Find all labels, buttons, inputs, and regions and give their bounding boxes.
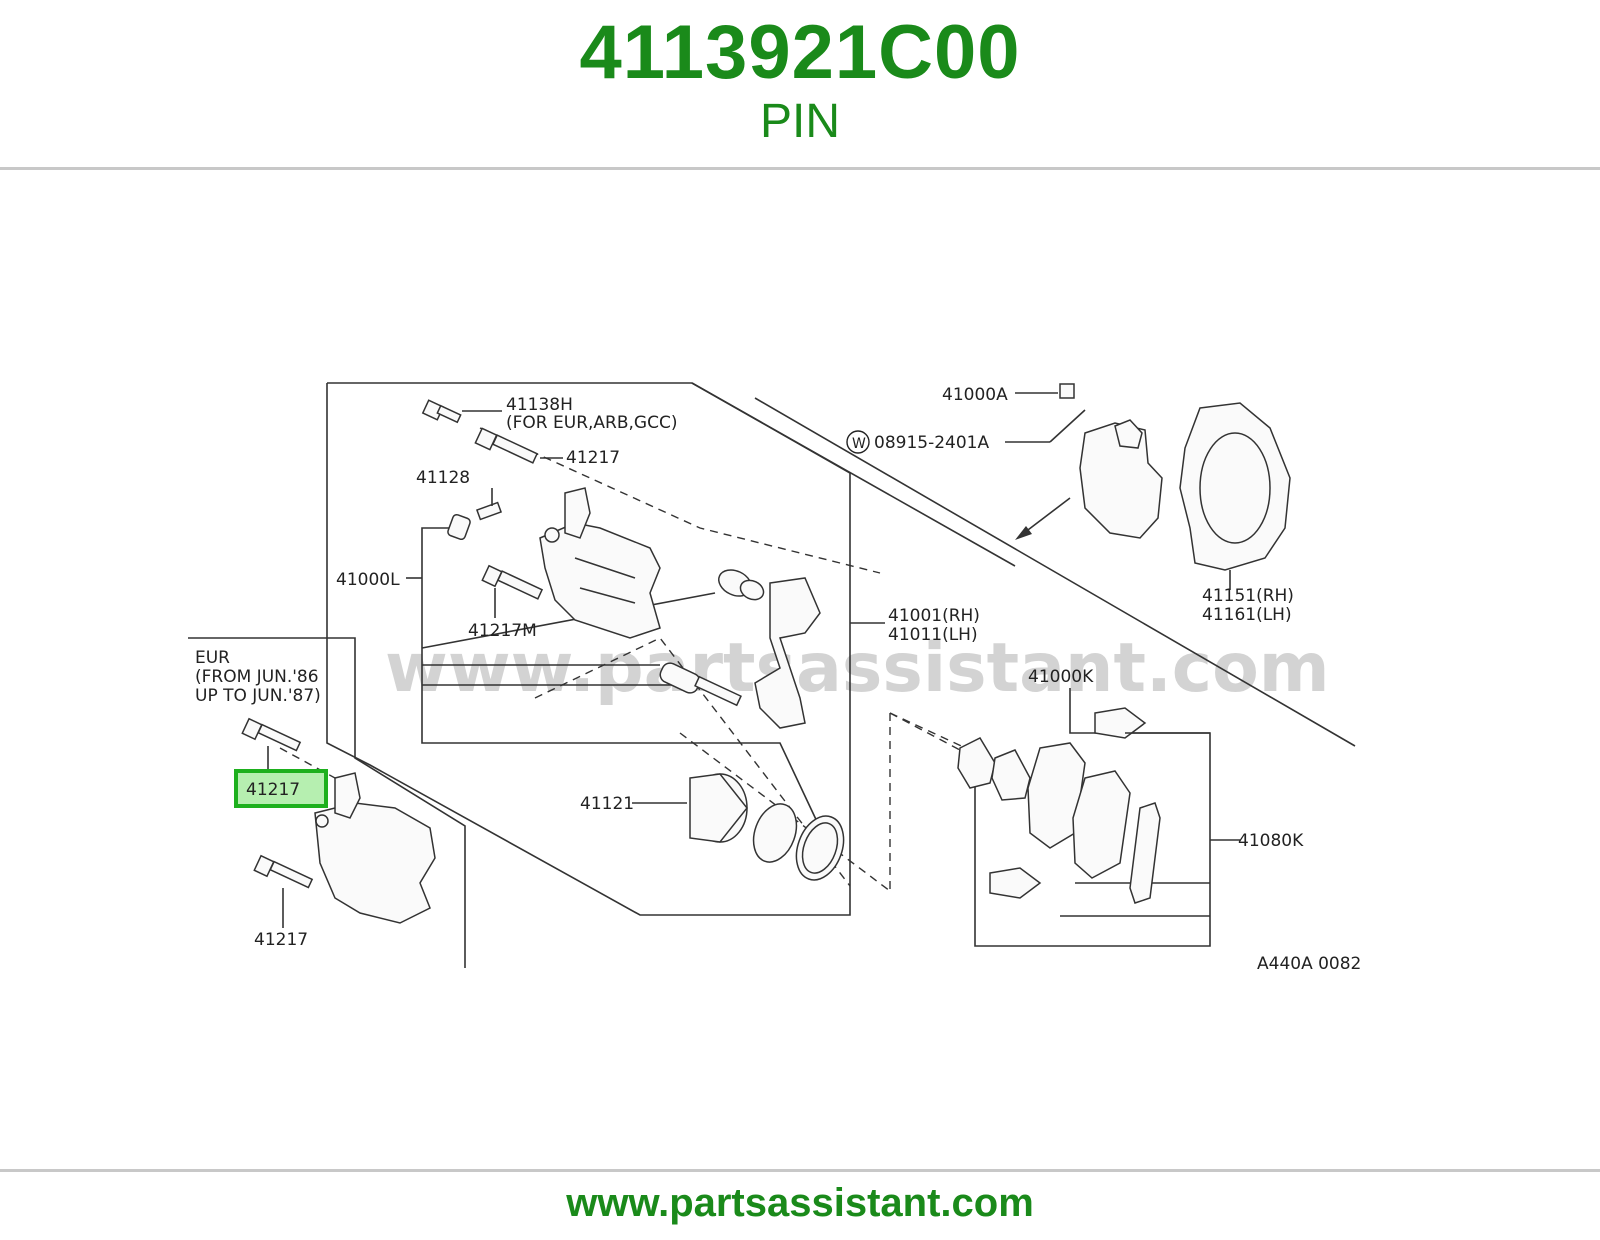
selected-part-highlight[interactable]	[234, 769, 328, 808]
caliper-assembly-41000a	[1079, 419, 1163, 539]
dashed-pad-line	[889, 712, 961, 751]
diagonal-divider	[754, 397, 1356, 747]
callout-41217-top[interactable]: 41217	[566, 448, 620, 468]
callout-41161[interactable]: 41161(LH)	[1202, 605, 1292, 625]
callout-41080k[interactable]: 41080K	[1238, 831, 1304, 851]
eur-pin-bottom	[253, 854, 314, 889]
watermark-text: www.partsassistant.com	[385, 629, 1330, 708]
washer-w-circle	[846, 430, 870, 454]
part-number-title: 4113921C00	[579, 10, 1021, 95]
footer-divider	[0, 1169, 1600, 1172]
callout-41011[interactable]: 41011(LH)	[888, 625, 978, 645]
brake-pad-outer	[1072, 770, 1131, 879]
callout-41121[interactable]: 41121	[580, 794, 634, 814]
eur-dashed	[279, 747, 336, 779]
callout-08915-w: W	[852, 436, 866, 452]
leader-08915-diag	[1049, 409, 1086, 443]
pad-shim	[957, 737, 996, 789]
pin-41217m	[481, 564, 544, 600]
pin-boot	[718, 569, 765, 601]
pad-clip-top	[1094, 707, 1147, 739]
eur-inset-frame	[188, 637, 466, 968]
parts-diagram: www.partsassistant.com	[188, 382, 1361, 974]
callout-41000l[interactable]: 41000L	[336, 570, 400, 590]
bleeder-41128	[447, 501, 503, 541]
bracket-41000l	[421, 527, 821, 829]
dashed-assembly-line-1	[534, 637, 851, 887]
pad-spring-41080k	[1129, 802, 1161, 904]
caliper-body-main	[539, 487, 661, 639]
callout-41128[interactable]: 41128	[416, 468, 470, 488]
callout-41217m[interactable]: 41217M	[468, 621, 537, 641]
pad-clip-bottom	[989, 867, 1042, 899]
callout-41001[interactable]: 41001(RH)	[888, 606, 980, 626]
piston-41121	[689, 773, 748, 843]
pad-shim-plate	[991, 749, 1031, 801]
pin-41217-top	[474, 427, 539, 464]
piston-boot-inner	[801, 822, 839, 874]
bleeder-bolt-41138h	[421, 399, 462, 424]
callout-41217-bottom[interactable]: 41217	[254, 930, 308, 950]
eur-pin-top	[241, 717, 302, 752]
figure-code: A440A 0082	[1257, 954, 1361, 974]
direction-arrow	[1015, 497, 1071, 540]
leader-41000l-boot	[421, 592, 716, 649]
backing-plate-41151	[1179, 402, 1291, 571]
callout-41151[interactable]: 41151(RH)	[1202, 586, 1294, 606]
page-header: 4113921C00 PIN	[0, 0, 1600, 168]
bolt-41000a	[1059, 383, 1075, 399]
dashed-assembly-line-2	[479, 427, 881, 574]
torque-member-41001	[754, 577, 821, 729]
header-divider	[0, 167, 1600, 170]
slide-pin-boot	[659, 662, 742, 707]
footer-url[interactable]: www.partsassistant.com	[566, 1181, 1034, 1225]
eur-date-from: (FROM JUN.'86	[195, 667, 319, 687]
callout-41217-selected[interactable]: 41217	[246, 780, 300, 800]
brake-pad-inner	[1027, 742, 1086, 849]
eur-title: EUR	[195, 648, 230, 668]
eur-caliper-body	[314, 772, 436, 924]
part-name-subtitle: PIN	[759, 95, 840, 148]
dashed-assembly-line-3	[889, 712, 971, 751]
piston-seal	[752, 803, 798, 863]
callout-41000k[interactable]: 41000K	[1028, 667, 1094, 687]
callout-41000a[interactable]: 41000A	[942, 385, 1008, 405]
callout-41138h[interactable]: 41138H	[506, 395, 573, 415]
diagonal-divider-right	[691, 382, 1016, 567]
eur-date-to: UP TO JUN.'87)	[195, 686, 321, 706]
callout-08915[interactable]: 08915-2401A	[874, 433, 989, 453]
callout-41138h-note: (FOR EUR,ARB,GCC)	[506, 413, 677, 433]
